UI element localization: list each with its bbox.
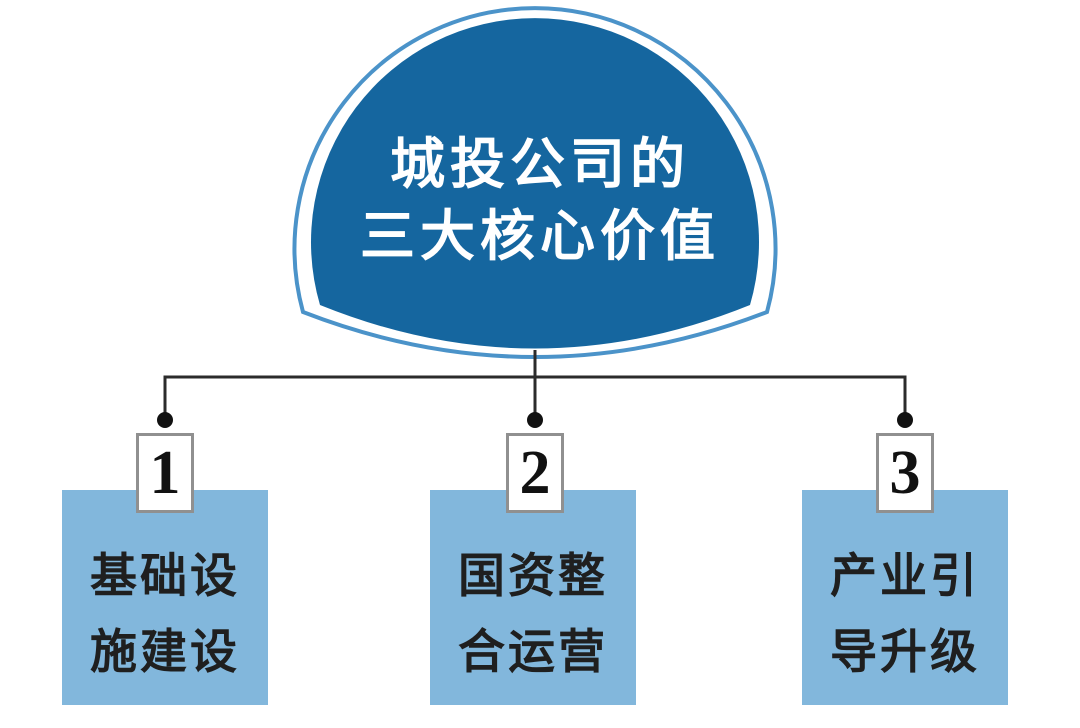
diagram-title: 城投公司的 三大核心价值 — [0, 128, 1080, 272]
number-badge-3: 3 — [876, 433, 934, 513]
item-label-line1: 产业引 — [830, 549, 980, 602]
number-badge-2: 2 — [506, 433, 564, 513]
item-label-line2: 合运营 — [458, 625, 608, 678]
diagram-title-line2: 三大核心价值 — [359, 205, 720, 267]
item-card-industry-upgrade: 产业引 导升级 — [802, 490, 1008, 705]
number-badge-1: 1 — [136, 433, 194, 513]
connector-dots — [157, 412, 913, 428]
item-label-line2: 导升级 — [830, 625, 980, 678]
item-label-line2: 施建设 — [90, 625, 240, 678]
item-card-label: 基础设 施建设 — [62, 538, 268, 690]
item-label-line1: 基础设 — [90, 549, 240, 602]
item-card-infrastructure: 基础设 施建设 — [62, 490, 268, 705]
dome-outline-ring — [292, 6, 778, 359]
dome-shape — [311, 18, 759, 349]
item-label-line1: 国资整 — [458, 549, 608, 602]
item-card-state-assets: 国资整 合运营 — [430, 490, 636, 705]
diagram-title-line1: 城投公司的 — [389, 133, 690, 195]
item-card-label: 产业引 导升级 — [802, 538, 1008, 690]
item-card-label: 国资整 合运营 — [430, 538, 636, 690]
connector-lines — [163, 350, 907, 418]
